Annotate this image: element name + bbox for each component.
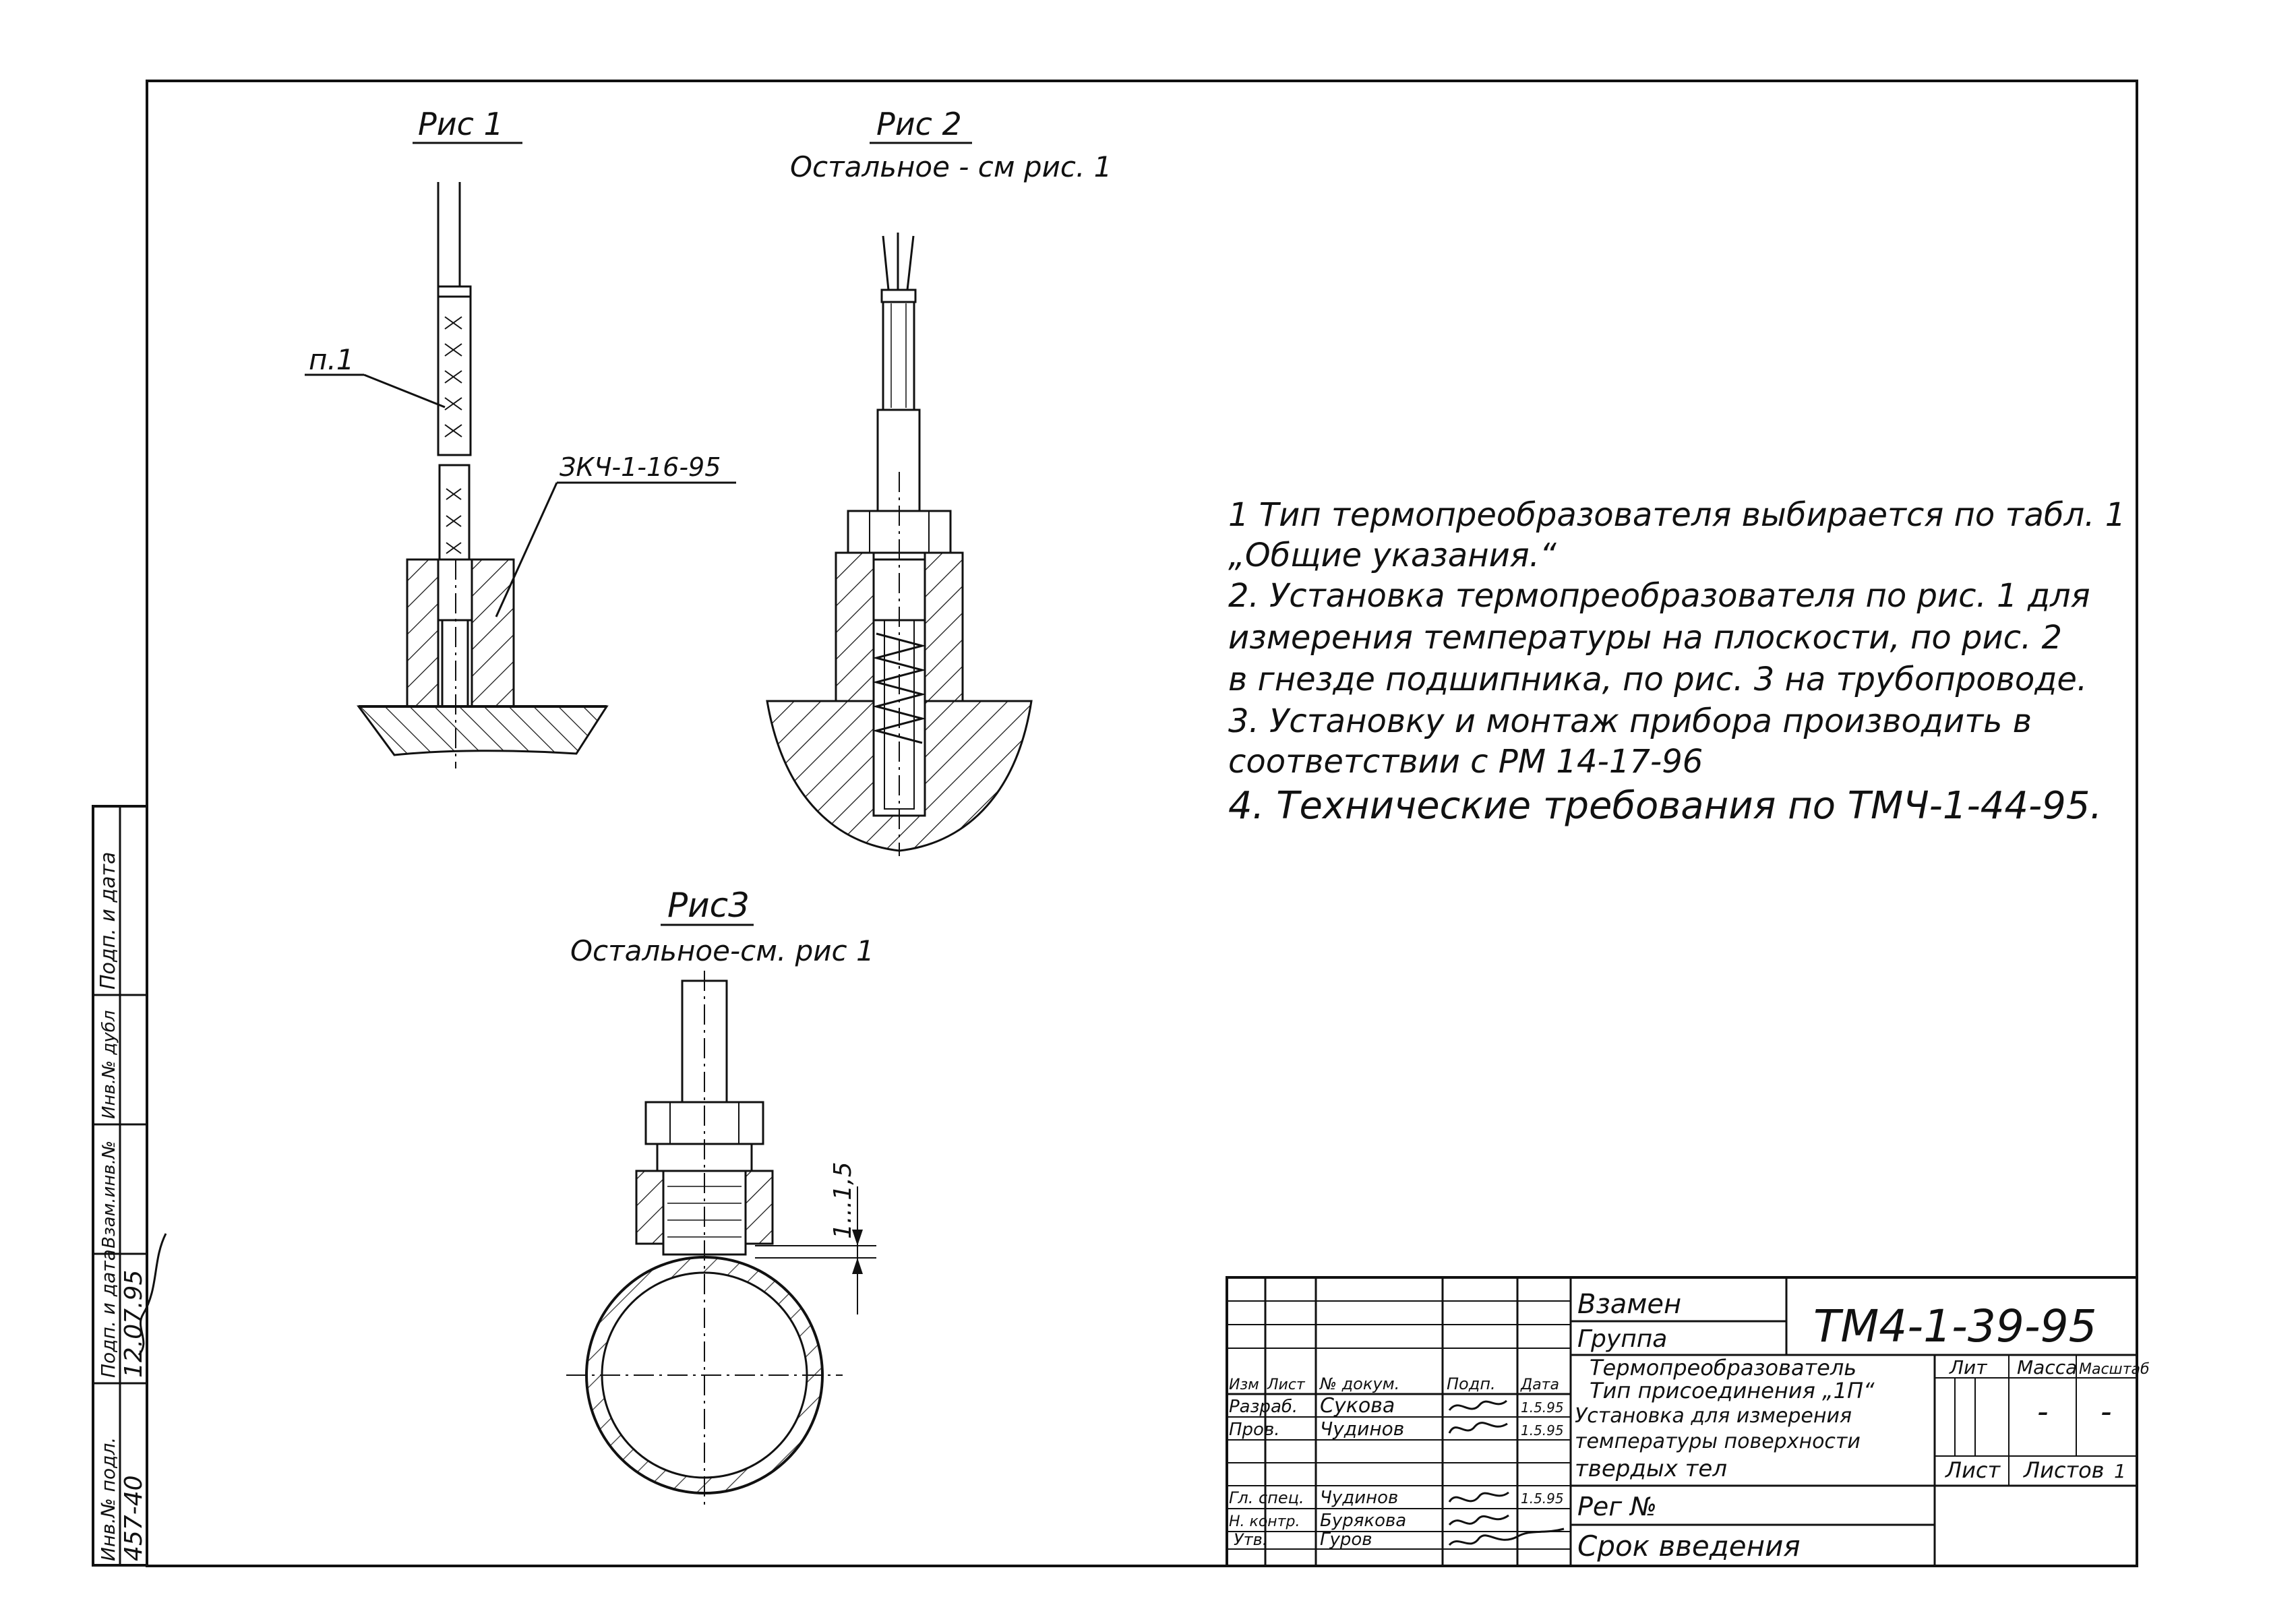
figure-2: Рис 2 Остальное - см рис. 1 xyxy=(766,106,1112,856)
signature-role: Утв. xyxy=(1234,1530,1267,1549)
signature-date: 1.5.95 xyxy=(1521,1490,1564,1507)
scale-header: Масштаб xyxy=(2079,1361,2150,1378)
signature-scribble xyxy=(1448,1422,1508,1434)
col-header: Подп. xyxy=(1447,1374,1496,1393)
scale-value: - xyxy=(2101,1393,2112,1430)
fig2-title: Рис 2 xyxy=(876,106,962,142)
fig3-dimension: 1...1,5 xyxy=(829,1162,857,1240)
sheets-value: 1 xyxy=(2114,1460,2126,1482)
signature-scribble xyxy=(1448,1491,1509,1503)
signature-role: Гл. спец. xyxy=(1229,1488,1304,1507)
signature-name: Бурякова xyxy=(1320,1511,1406,1531)
col-header: Дата xyxy=(1520,1377,1559,1393)
signature-role: Разраб. xyxy=(1229,1397,1298,1417)
note-line: 1 Тип термопреобразователя выбирается по… xyxy=(1228,496,2125,534)
mass-value: - xyxy=(2037,1393,2049,1430)
signature-name: Чудинов xyxy=(1320,1418,1404,1440)
fig1-sleeve xyxy=(437,285,472,456)
fig1-title: Рис 1 xyxy=(418,106,504,142)
title-line: Тип присоединения „1П“ xyxy=(1590,1378,1875,1403)
title-line: температуры поверхности xyxy=(1575,1430,1861,1453)
fig1-boss-right xyxy=(471,558,515,708)
note-line: 4. Технические требования по ТМЧ-1-44-95… xyxy=(1228,784,2102,828)
doc-code: ТМ4-1-39-95 xyxy=(1813,1300,2097,1352)
title-line: твердых тел xyxy=(1575,1455,1727,1482)
signature-date: 1.5.95 xyxy=(1521,1422,1564,1439)
fig2-subtitle: Остальное - см рис. 1 xyxy=(790,150,1112,183)
fig3-title: Рис3 xyxy=(667,886,750,925)
side-stamp-header: Взам.инв.№ xyxy=(99,1141,119,1248)
side-stamp-value: 457-40 xyxy=(120,1475,148,1561)
fig1-surface xyxy=(357,705,609,756)
signature-name: Гуров xyxy=(1320,1530,1372,1550)
sheet-label: Лист xyxy=(1945,1457,2001,1483)
signature-scribble xyxy=(1448,1514,1509,1526)
side-stamp: Инв.№ подл. Подп. и дата Взам.инв.№ Инв.… xyxy=(92,805,167,1567)
side-stamp-header: Подп. и дата xyxy=(97,1249,119,1378)
side-stamp-signature xyxy=(138,1233,167,1356)
col-header: № докум. xyxy=(1319,1374,1399,1393)
signature-scribble xyxy=(1448,1399,1507,1411)
note-line: „Общие указания.“ xyxy=(1228,537,1557,574)
fig3-subtitle: Остальное-см. рис 1 xyxy=(570,934,874,967)
fig1-boss-left xyxy=(406,558,440,708)
signature-scribble xyxy=(1448,1528,1565,1546)
sheets-label: Листов xyxy=(2023,1457,2105,1483)
col-header: Изм xyxy=(1229,1377,1259,1393)
side-stamp-header: Инв.№ дубл xyxy=(99,1010,119,1119)
title-line: Термопреобразователь xyxy=(1590,1355,1856,1381)
intro-label: Срок введения xyxy=(1577,1530,1801,1563)
side-stamp-header: Подп. и дата xyxy=(96,852,120,990)
figure-3: Рис3 Остальное-см. рис 1 1...1,5 xyxy=(566,886,876,1510)
side-stamp-value: 12.07.95 xyxy=(120,1270,148,1378)
title-block: Взамен Группа ТМ4-1-39-95 Термопреобразо… xyxy=(1226,1276,2150,1567)
col-header: Лист xyxy=(1267,1377,1306,1393)
reg-label: Рег № xyxy=(1577,1492,1657,1521)
note-line: измерения температуры на плоскости, по р… xyxy=(1228,619,2062,657)
signature-name: Сукова xyxy=(1320,1394,1395,1418)
signature-date: 1.5.95 xyxy=(1521,1399,1564,1416)
lit-header: Лит xyxy=(1949,1356,1987,1379)
replaces-label: Взамен xyxy=(1577,1289,1681,1320)
fig1-leader-label: п.1 xyxy=(309,343,355,376)
notes-block: 1 Тип термопреобразователя выбирается по… xyxy=(1228,496,2125,828)
figure-1: Рис 1 п.1 ЗКЧ-1-16-95 xyxy=(305,106,736,768)
group-label: Группа xyxy=(1577,1325,1667,1353)
title-line: Установка для измерения xyxy=(1575,1404,1852,1428)
note-line: в гнезде подшипника, по рис. 3 на трубоп… xyxy=(1228,661,2087,698)
fig2-bearing-body xyxy=(766,700,1033,852)
signature-role: Пров. xyxy=(1229,1420,1280,1440)
note-line: соответствии с РМ 14-17-96 xyxy=(1228,743,1703,781)
signature-name: Чудинов xyxy=(1320,1488,1398,1508)
side-stamp-header: Инв.№ подл. xyxy=(97,1437,119,1561)
note-line: 3. Установку и монтаж прибора производит… xyxy=(1228,702,2032,740)
signature-role: Н. контр. xyxy=(1229,1513,1300,1530)
note-line: 2. Установка термопреобразователя по рис… xyxy=(1228,577,2090,615)
mass-header: Масса xyxy=(2017,1356,2077,1379)
fig1-part-label: ЗКЧ-1-16-95 xyxy=(560,452,721,482)
